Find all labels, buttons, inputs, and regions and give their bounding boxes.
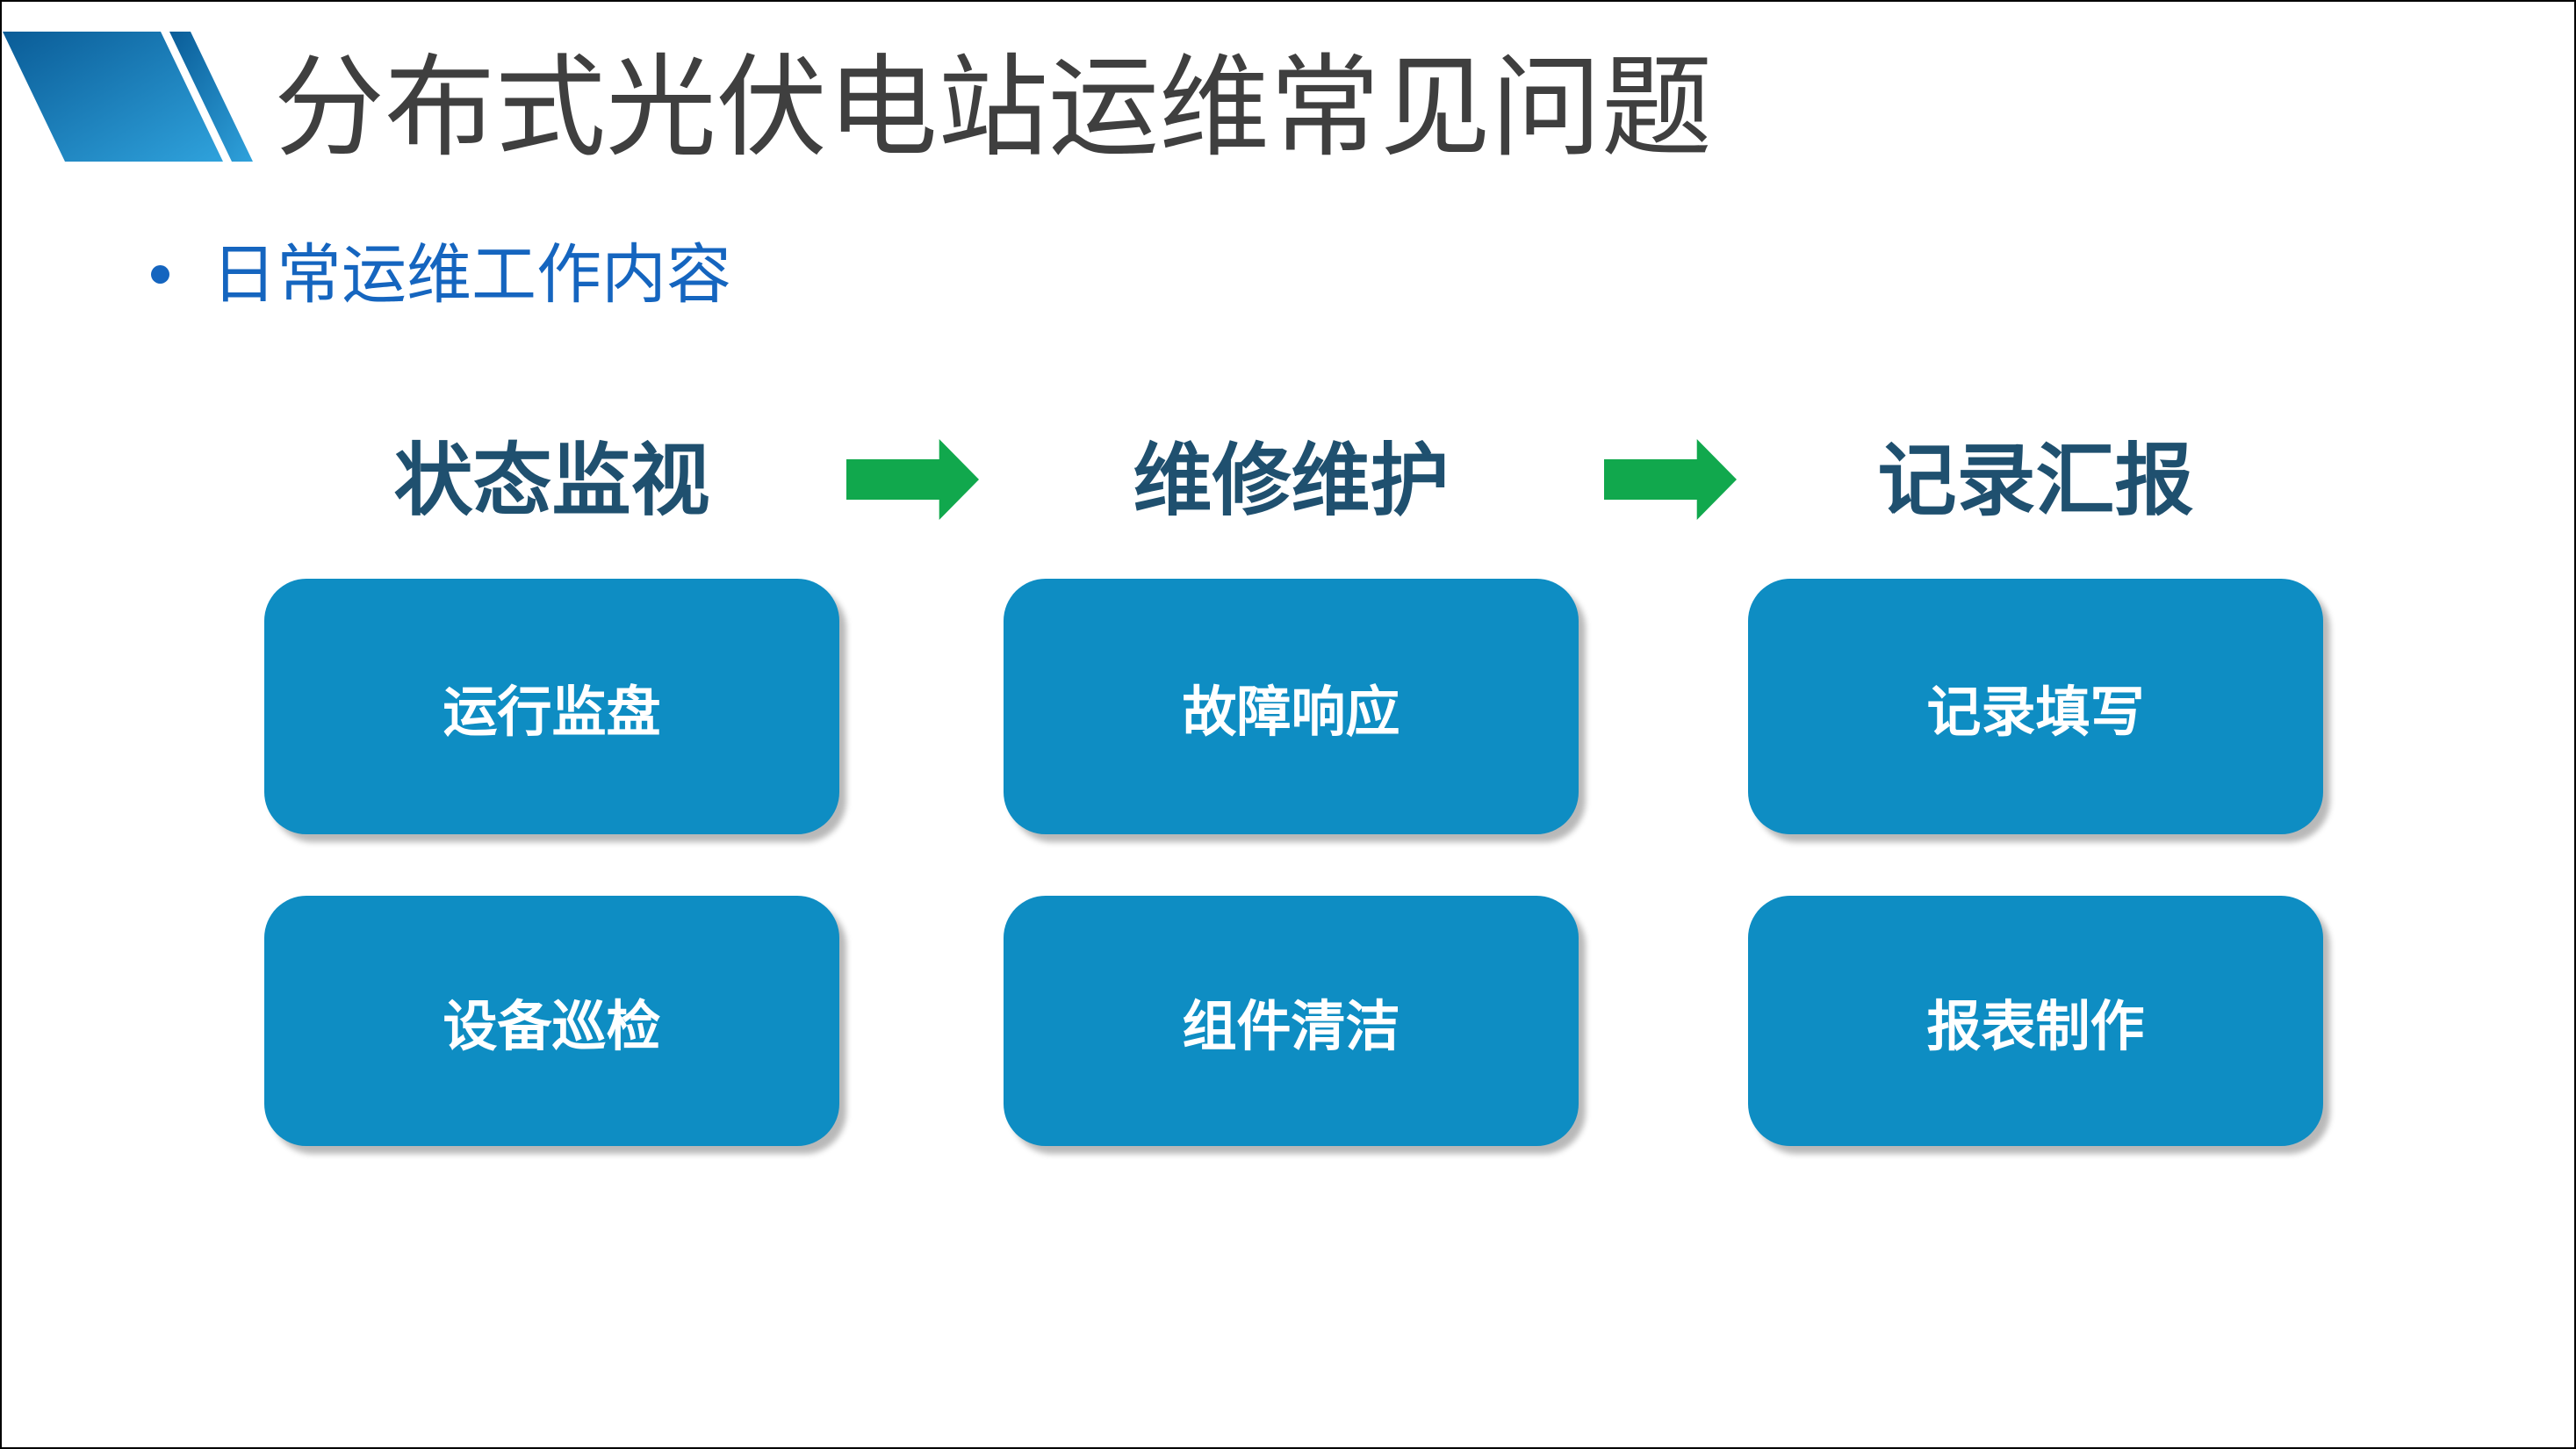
task-box-equipment-inspection: 设备巡检 — [264, 896, 839, 1146]
task-label: 报表制作 — [1926, 996, 2145, 1057]
flow-arrow-icon — [846, 439, 979, 520]
task-label: 设备巡检 — [443, 996, 661, 1057]
task-label: 故障响应 — [1182, 681, 1400, 743]
task-box-fault-response: 故障响应 — [1004, 579, 1579, 834]
bullet-line: 日常运维工作内容 — [151, 237, 731, 312]
bullet-text: 日常运维工作内容 — [212, 238, 731, 311]
slanted-stripes-logo-icon — [3, 32, 253, 162]
logo-wide-stripe — [3, 32, 223, 162]
logo-thin-stripe — [169, 32, 253, 162]
task-box-operation-monitoring: 运行监盘 — [264, 579, 839, 834]
stage-header-repair-maintenance: 维修维护 — [1133, 437, 1450, 525]
stage-header-status-monitoring: 状态监视 — [393, 437, 710, 525]
bullet-dot-icon — [151, 265, 169, 285]
task-box-record-filling: 记录填写 — [1748, 579, 2323, 834]
stage-header-record-reporting: 记录汇报 — [1877, 437, 2194, 525]
task-label: 记录填写 — [1926, 681, 2145, 743]
task-label: 组件清洁 — [1182, 996, 1400, 1057]
task-label: 运行监盘 — [443, 681, 661, 743]
task-box-module-cleaning: 组件清洁 — [1004, 896, 1579, 1146]
page-title: 分布式光伏电站运维常见问题 — [274, 46, 1712, 169]
flow-arrow-icon — [1604, 439, 1737, 520]
task-box-report-making: 报表制作 — [1748, 896, 2323, 1146]
